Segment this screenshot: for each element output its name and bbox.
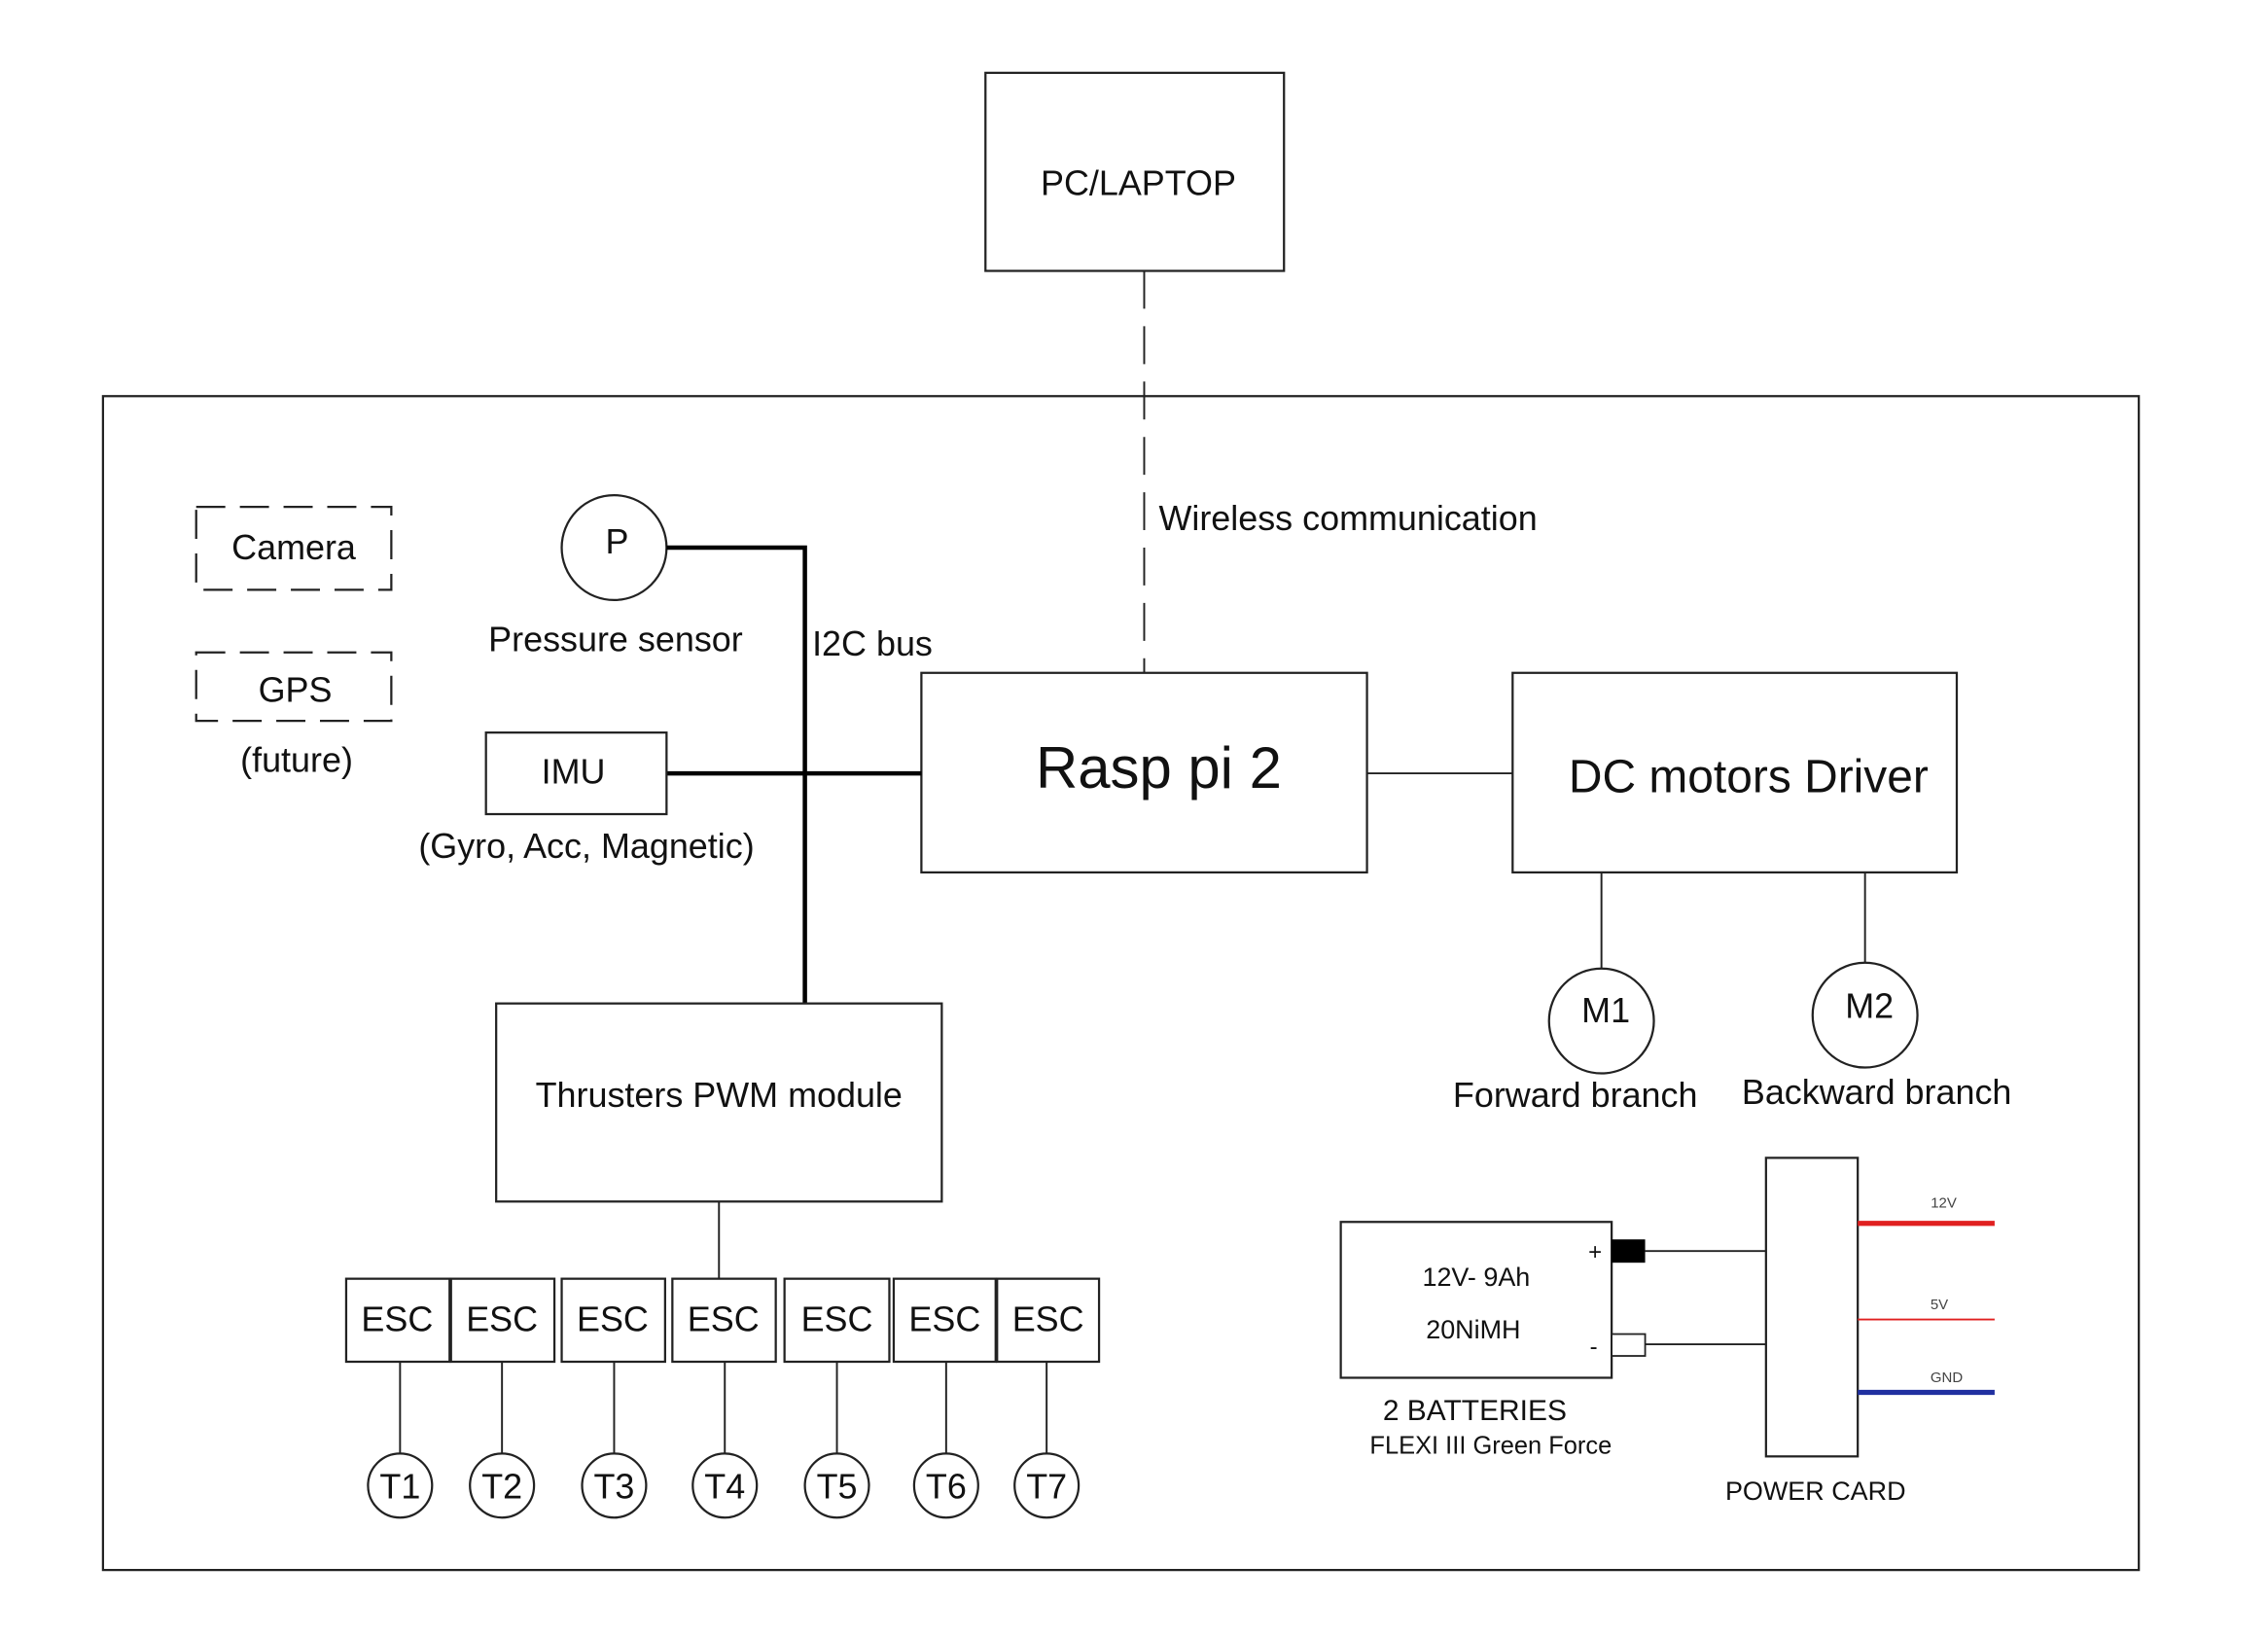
esc-row: ESC ESC ESC ESC ESC ESC ESC xyxy=(344,1277,1101,1364)
esc-box xyxy=(892,1277,997,1364)
battery-box xyxy=(1339,1221,1613,1379)
esc-box xyxy=(560,1277,666,1364)
battery-spec-chem: 20NiMH xyxy=(1426,1315,1520,1344)
esc-label: ESC xyxy=(801,1299,873,1339)
esc-label: ESC xyxy=(577,1299,649,1339)
esc-box xyxy=(996,1277,1101,1364)
camera-label: Camera xyxy=(231,527,356,567)
esc-label: ESC xyxy=(688,1299,760,1339)
power-card-box xyxy=(1764,1157,1860,1458)
battery-plus-sign: + xyxy=(1588,1239,1602,1265)
wireless-label: Wireless communication xyxy=(1158,498,1537,538)
thruster-circle xyxy=(1013,1452,1081,1519)
motor-m1-symbol: M1 xyxy=(1581,990,1630,1030)
imu-box xyxy=(484,731,668,816)
imu-label: IMU xyxy=(542,752,606,792)
battery-minus-sign: - xyxy=(1590,1335,1598,1361)
thruster-circle xyxy=(469,1452,536,1519)
gps-note: (future) xyxy=(240,740,353,780)
battery-minus-terminal xyxy=(1611,1333,1647,1357)
thruster-label: T4 xyxy=(704,1467,745,1507)
output-5v-label: 5V xyxy=(1931,1297,1948,1313)
battery-subtitle: FLEXI III Green Force xyxy=(1369,1432,1612,1459)
motor-m2-symbol: M2 xyxy=(1845,986,1894,1026)
dc-driver-label: DC motors Driver xyxy=(1569,752,1929,803)
thruster-circle xyxy=(367,1452,434,1519)
thruster-label: T1 xyxy=(379,1467,420,1507)
esc-label: ESC xyxy=(908,1299,980,1339)
battery-plus-terminal xyxy=(1612,1239,1646,1263)
esc-box xyxy=(449,1277,556,1364)
motor-m1-label: Forward branch xyxy=(1453,1075,1698,1115)
dc-driver-box xyxy=(1511,671,1959,874)
thruster-circle xyxy=(803,1452,870,1519)
pwm-module-box xyxy=(495,1002,943,1203)
rasp-pi-box xyxy=(920,671,1368,874)
pc-laptop-label: PC/LAPTOP xyxy=(1041,163,1236,203)
battery-title: 2 BATTERIES xyxy=(1383,1395,1567,1427)
esc-label: ESC xyxy=(466,1299,538,1339)
motor-m1-circle xyxy=(1547,967,1655,1075)
thruster-label: T7 xyxy=(1026,1467,1067,1507)
esc-label: ESC xyxy=(1012,1299,1084,1339)
esc-box xyxy=(783,1277,891,1364)
motor-m2-label: Backward branch xyxy=(1742,1072,2012,1112)
thruster-circle xyxy=(912,1452,979,1519)
esc-box xyxy=(344,1277,451,1364)
thruster-circle xyxy=(691,1452,759,1519)
thruster-label: T2 xyxy=(481,1467,522,1507)
i2c-bus-line xyxy=(666,545,807,1004)
power-card-label: POWER CARD xyxy=(1725,1477,1906,1506)
rasp-pi-label: Rasp pi 2 xyxy=(1036,735,1282,801)
battery-spec-voltage: 12V- 9Ah xyxy=(1422,1263,1530,1292)
esc-box xyxy=(671,1277,777,1364)
pc-laptop-box xyxy=(984,71,1286,272)
thruster-label: T6 xyxy=(926,1467,967,1507)
thruster-circle xyxy=(581,1452,648,1519)
pwm-module-label: Thrusters PWM module xyxy=(536,1075,903,1115)
output-gnd-label: GND xyxy=(1931,1370,1963,1386)
pressure-sensor-symbol: P xyxy=(605,521,628,561)
gps-box xyxy=(195,651,393,723)
esc-label: ESC xyxy=(361,1299,433,1339)
camera-box xyxy=(195,505,393,591)
motor-m2-circle xyxy=(1811,961,1919,1069)
thruster-label: T3 xyxy=(593,1467,634,1507)
thruster-row: T1 T2 T3 T4 T5 T6 T7 xyxy=(367,1452,1081,1519)
pressure-sensor-label: Pressure sensor xyxy=(488,619,743,658)
output-12v-label: 12V xyxy=(1931,1194,1957,1211)
esc-thruster-lines xyxy=(399,1362,1048,1454)
gps-label: GPS xyxy=(259,670,333,710)
thruster-label: T5 xyxy=(817,1467,858,1507)
imu-note: (Gyro, Acc, Magnetic) xyxy=(418,826,754,866)
i2c-bus-label: I2C bus xyxy=(812,623,933,663)
